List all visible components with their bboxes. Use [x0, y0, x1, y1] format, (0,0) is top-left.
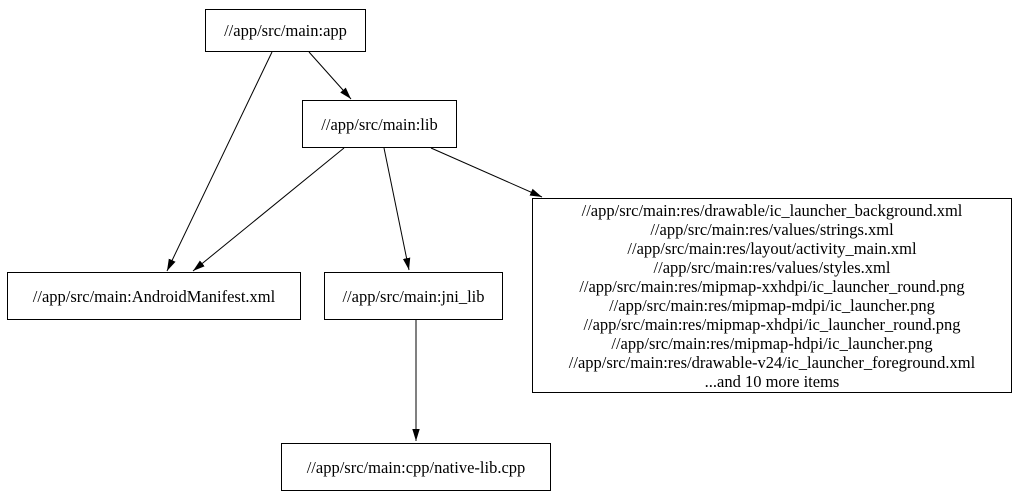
resource-line: //app/src/main:res/mipmap-mdpi/ic_launch…: [609, 295, 935, 315]
graph-node-jni-lib: //app/src/main:jni_lib: [324, 272, 503, 320]
resource-line: //app/src/main:res/drawable-v24/ic_launc…: [568, 352, 976, 372]
resource-line: //app/src/main:res/mipmap-xhdpi/ic_launc…: [583, 314, 961, 334]
edge-app-to-lib: [308, 51, 352, 100]
edge-lib-to-jni-lib: [383, 147, 411, 271]
resource-line: //app/src/main:res/mipmap-hdpi/ic_launch…: [611, 333, 933, 353]
graph-node-app-label: //app/src/main:app: [224, 21, 347, 40]
resource-line: //app/src/main:res/drawable/ic_launcher_…: [581, 200, 963, 220]
graph-node-app: //app/src/main:app: [205, 9, 366, 52]
resource-line: //app/src/main:res/values/styles.xml: [653, 257, 891, 277]
resource-line-more-items: ...and 10 more items: [704, 371, 840, 391]
graph-node-native-cpp-label: //app/src/main:cpp/native-lib.cpp: [306, 457, 526, 477]
resource-line: //app/src/main:res/mipmap-xxhdpi/ic_laun…: [579, 276, 965, 296]
edge-app-to-manifest: [166, 51, 273, 272]
graph-node-resources: //app/src/main:res/drawable/ic_launcher_…: [532, 198, 1012, 393]
graph-node-android-manifest-label: //app/src/main:AndroidManifest.xml: [32, 286, 276, 306]
graph-node-lib-label: //app/src/main:lib: [321, 114, 438, 134]
graph-node-jni-lib-label: //app/src/main:jni_lib: [342, 286, 485, 306]
graph-node-native-cpp: //app/src/main:cpp/native-lib.cpp: [281, 443, 551, 491]
edge-lib-to-manifest: [192, 147, 345, 272]
graph-node-lib: //app/src/main:lib: [302, 100, 457, 148]
resource-line: //app/src/main:res/layout/activity_main.…: [627, 238, 917, 258]
resource-line: //app/src/main:res/values/strings.xml: [650, 219, 894, 239]
graph-node-android-manifest: //app/src/main:AndroidManifest.xml: [7, 272, 301, 320]
edge-lib-to-resources: [430, 147, 543, 198]
